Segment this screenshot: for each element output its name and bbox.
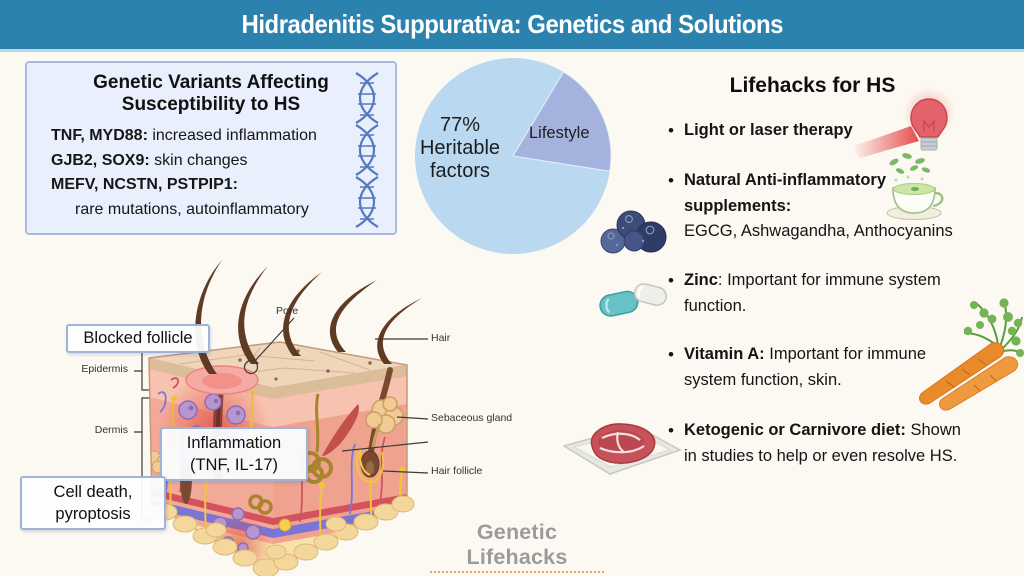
lifehacks-title: Lifehacks for HS: [729, 74, 896, 97]
lifehack-item: Zinc: Important for immune system functi…: [666, 268, 962, 319]
lifehack-item: Ketogenic or Carnivore diet: Shown in st…: [666, 418, 974, 469]
blueberries-icon: [600, 210, 667, 254]
dermis-label: Dermis: [94, 424, 128, 436]
red-light-bulb-icon: [851, 87, 955, 158]
blocked-follicle-label: Blocked follicle: [66, 324, 210, 353]
header-bar: Hidradenitis Suppurativa: Genetics and S…: [0, 0, 1024, 52]
heritability-pie-chart: [415, 58, 612, 254]
carrots-icon: [919, 298, 1024, 411]
meat-tray-icon: [562, 423, 682, 475]
page-title: Hidradenitis Suppurativa: Genetics and S…: [241, 9, 783, 39]
lifehack-item: Vitamin A: Important for immune system f…: [666, 342, 954, 393]
pore-label: Pore: [276, 305, 299, 317]
logo-dotted-divider: [430, 571, 604, 573]
pie-center-label: 77% Heritable factors: [419, 114, 501, 182]
pie-wedge-label: Lifestyle: [529, 124, 590, 142]
genetic-lifehacks-logo: Genetic Lifehacks Learn. Experiment. Opt…: [424, 520, 610, 576]
inflammation-label: Inflammation (TNF, IL-17): [160, 427, 308, 481]
gene-list: TNF, MYD88: increased inflammation GJB2,…: [51, 124, 395, 222]
genetics-panel-title: Genetic Variants Affecting Susceptibilit…: [93, 72, 329, 115]
hair-follicle-label: Hair follicle: [431, 465, 483, 477]
lifehack-item: Natural Anti-inflammatory supplements:EG…: [666, 168, 966, 245]
genetic-variants-panel: Genetic Variants Affecting Susceptibilit…: [25, 61, 397, 235]
sebaceous-gland-label: Sebaceous gland: [431, 412, 513, 424]
lifehack-item: Light or laser therapy: [666, 118, 966, 144]
zinc-capsules-icon: [599, 283, 667, 317]
gene-row: GJB2, SOX9: skin changes: [51, 151, 248, 169]
hair-label: Hair: [431, 332, 451, 344]
logo-tagline: Learn. Experiment. Optimize.: [424, 574, 610, 576]
gene-row: rare mutations, autoinflammatory: [75, 200, 309, 218]
dna-helix-icon: [355, 72, 379, 228]
cell-death-label: Cell death, pyroptosis: [20, 476, 166, 530]
green-tea-cup-icon: [886, 153, 944, 220]
epidermis-label: Epidermis: [81, 363, 128, 375]
gene-row: TNF, MYD88: increased inflammation: [51, 127, 317, 144]
logo-name: Genetic Lifehacks: [466, 520, 568, 569]
gene-row: MEFV, NCSTN, PSTPIP1:: [51, 176, 238, 193]
